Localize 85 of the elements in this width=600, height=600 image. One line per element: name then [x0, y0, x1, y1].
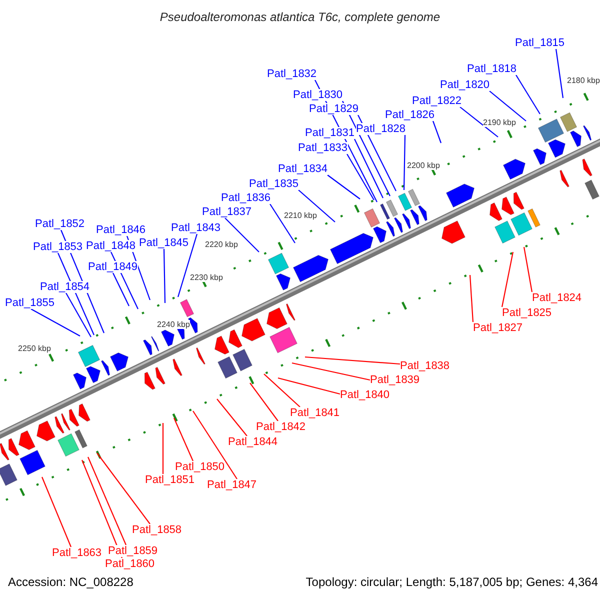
gene-label: Patl_1824 — [532, 292, 582, 304]
leader-line — [501, 252, 514, 308]
gene-label: Patl_1827 — [473, 322, 523, 334]
leader-line — [327, 174, 360, 200]
gene-label: Patl_1843 — [171, 222, 221, 234]
scale-label: 2240 kbp — [157, 320, 190, 329]
gene-label: Patl_1820 — [440, 79, 490, 91]
leader-line — [292, 362, 370, 381]
scale-label: 2210 kbp — [284, 211, 317, 220]
gene-label: Patl_1831 — [305, 127, 355, 139]
leader-line — [298, 190, 336, 222]
leader-line — [555, 48, 564, 98]
scale-label: 2200 kbp — [407, 161, 440, 170]
gene-label: Patl_1825 — [502, 307, 552, 319]
gene-label: Patl_1838 — [400, 360, 450, 372]
leader-line — [523, 246, 533, 292]
gene-label: Patl_1859 — [108, 545, 158, 557]
leader-line — [304, 356, 400, 365]
gene-label: Patl_1822 — [412, 95, 462, 107]
leader-line — [516, 74, 540, 114]
leader-line — [346, 154, 374, 200]
scale-label: 2190 kbp — [483, 118, 516, 127]
gene-label: Patl_1833 — [298, 142, 348, 154]
gene-label: Patl_1836 — [221, 192, 271, 204]
gene-label: Patl_1860 — [105, 558, 155, 570]
topology-text: Topology: circular; Length: 5,187,005 bp; Genes: 4,364 — [306, 575, 598, 589]
gene-label: Patl_1815 — [515, 37, 565, 49]
gene-label: Patl_1854 — [40, 281, 90, 293]
leader-line — [250, 382, 278, 422]
gene-label: Patl_1840 — [340, 389, 390, 401]
leader-line — [460, 106, 498, 138]
gene-label: Patl_1835 — [249, 178, 299, 190]
gene-label: Patl_1849 — [88, 261, 138, 273]
gene-label: Patl_1851 — [145, 474, 195, 486]
accession-text: Accession: NC_008228 — [8, 575, 134, 589]
leader-line — [162, 423, 164, 474]
gene-label: Patl_1839 — [370, 374, 420, 386]
gene-label: Patl_1853 — [33, 241, 83, 253]
gene-label: Patl_1818 — [467, 63, 517, 75]
leader-line — [358, 114, 396, 192]
gene-label: Patl_1848 — [86, 240, 136, 252]
gene-label: Patl_1852 — [35, 218, 85, 230]
gene-label: Patl_1837 — [202, 206, 252, 218]
leader-line — [489, 90, 526, 122]
scale-label: 2220 kbp — [205, 240, 238, 249]
scale-label: 2230 kbp — [190, 273, 223, 282]
leader-line — [174, 418, 194, 462]
gene-label: Patl_1855 — [5, 297, 55, 309]
leader-line — [403, 135, 406, 190]
gene-label: Patl_1830 — [293, 89, 343, 101]
scale-label: 2180 kbp — [567, 76, 600, 85]
gene-label: Patl_1842 — [256, 421, 306, 433]
gene-label: Patl_1844 — [228, 436, 278, 448]
title: Pseudoalteromonas atlantica T6c, complete genome — [158, 10, 442, 24]
leader-line — [216, 398, 248, 436]
leader-line — [112, 272, 130, 306]
gene-label: Patl_1826 — [385, 109, 435, 121]
leader-line — [88, 456, 126, 546]
gene-label: Patl_1834 — [278, 163, 328, 175]
leader-line — [264, 374, 300, 408]
gene-label: Patl_1845 — [139, 237, 189, 249]
gene-label: Patl_1828 — [356, 123, 406, 135]
gene-label: Patl_1832 — [267, 68, 317, 80]
leader-line — [354, 138, 384, 198]
leader-line — [469, 274, 474, 322]
scale-label: 2250 kbp — [18, 344, 51, 353]
leader-line — [224, 218, 260, 252]
leader-line — [163, 249, 166, 303]
gene-label: Patl_1829 — [309, 103, 359, 115]
leader-line — [66, 292, 92, 338]
leader-line — [82, 460, 122, 558]
leader-line — [96, 452, 150, 524]
leader-line — [278, 377, 340, 395]
leader-line — [42, 476, 72, 548]
gene-label: Patl_1858 — [132, 524, 182, 536]
leader-line — [30, 308, 80, 336]
leader-line — [192, 410, 238, 480]
gene-label: Patl_1847 — [207, 479, 257, 491]
leader-line — [270, 204, 296, 244]
gene-label: Patl_1850 — [175, 461, 225, 473]
gene-label: Patl_1846 — [96, 224, 146, 236]
gene-label: Patl_1841 — [290, 407, 340, 419]
gene-label: Patl_1863 — [52, 547, 102, 559]
leader-line — [432, 120, 442, 144]
leader-line — [177, 234, 198, 298]
